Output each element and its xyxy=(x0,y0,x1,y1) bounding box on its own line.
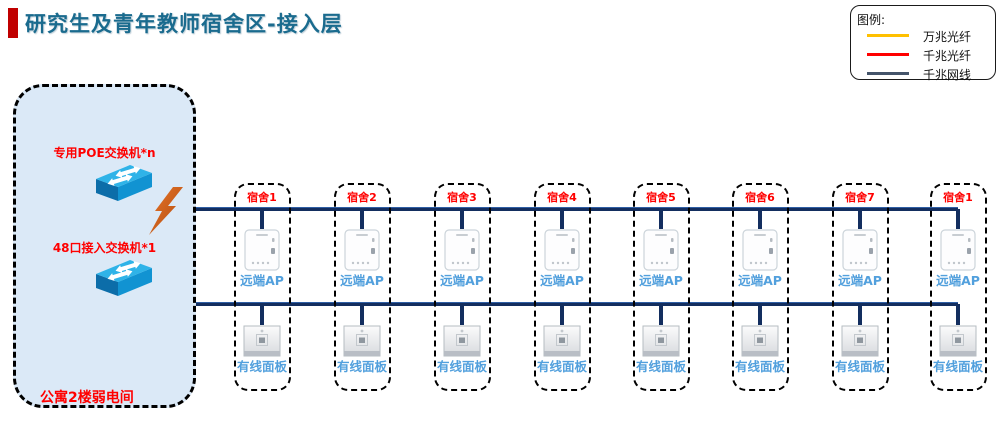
1g-cable-line-swatch xyxy=(867,72,909,75)
dorm-box: 宿舍2 远端AP xyxy=(333,183,391,391)
panel-drop-cable xyxy=(956,304,960,325)
wired-panel-icon xyxy=(741,325,779,357)
poe-switch-icon xyxy=(96,165,152,201)
wired-panel-icon xyxy=(443,325,481,357)
wired-panel-icon xyxy=(939,325,977,357)
dorm-box: 宿舍3 远端AP xyxy=(433,183,491,391)
wired-panel-icon xyxy=(642,325,680,357)
wired-panel-label: 有线面板 xyxy=(536,359,587,374)
page-title: 研究生及青年教师宿舍区-接入层 xyxy=(25,12,343,36)
panel-drop-cable xyxy=(460,304,464,325)
wired-panel-label: 有线面板 xyxy=(436,359,487,374)
ap-drop-cable xyxy=(659,209,663,229)
wired-panel-label: 有线面板 xyxy=(734,359,785,374)
remote-ap-icon xyxy=(842,229,878,271)
access-switch-label: 48口接入交换机*1 xyxy=(52,241,157,255)
remote-ap-label: 远端AP xyxy=(838,273,882,288)
legend-box: 图例: 万兆光纤 千兆光纤 千兆网线 xyxy=(850,5,996,82)
remote-ap-icon xyxy=(344,229,380,271)
dorm-box: 宿舍6 远端AP xyxy=(731,183,789,391)
wired-panel-icon xyxy=(543,325,581,357)
remote-ap-icon xyxy=(544,229,580,271)
dorm-box: 宿舍4 远端AP xyxy=(533,183,591,391)
dorm-label: 宿舍2 xyxy=(347,191,377,204)
dorm-box: 宿舍1 远端AP xyxy=(233,183,291,391)
dorm-label: 宿舍3 xyxy=(447,191,477,204)
remote-ap-label: 远端AP xyxy=(440,273,484,288)
remote-ap-label: 远端AP xyxy=(936,273,980,288)
access-trunk-line xyxy=(115,302,958,306)
remote-ap-label: 远端AP xyxy=(639,273,683,288)
panel-drop-cable xyxy=(260,304,264,325)
panel-drop-cable xyxy=(560,304,564,325)
ap-drop-cable xyxy=(560,209,564,229)
remote-ap-label: 远端AP xyxy=(540,273,584,288)
title-bar: 研究生及青年教师宿舍区-接入层 xyxy=(8,8,343,38)
wired-panel-label: 有线面板 xyxy=(932,359,983,374)
legend-label: 万兆光纤 xyxy=(923,30,972,44)
panel-drop-cable xyxy=(659,304,663,325)
dorm-label: 宿舍5 xyxy=(646,191,676,204)
legend-row-1g-cable: 千兆网线 xyxy=(851,66,995,82)
dorm-box: 宿舍5 远端AP xyxy=(632,183,690,391)
wired-panel-label: 有线面板 xyxy=(635,359,686,374)
ap-drop-cable xyxy=(758,209,762,229)
legend-heading: 图例: xyxy=(857,13,886,27)
lightning-bolt-icon xyxy=(149,187,183,235)
ap-drop-cable xyxy=(260,209,264,229)
remote-ap-icon xyxy=(940,229,976,271)
10g-fiber-line-swatch xyxy=(867,34,909,37)
remote-ap-label: 远端AP xyxy=(240,273,284,288)
wired-panel-icon xyxy=(841,325,879,357)
remote-ap-icon xyxy=(444,229,480,271)
dorm-label: 宿舍7 xyxy=(845,191,875,204)
dorm-label: 宿舍1 xyxy=(943,191,973,204)
dorm-box: 宿舍1 远端AP xyxy=(929,183,987,391)
wired-panel-icon xyxy=(343,325,381,357)
panel-drop-cable xyxy=(858,304,862,325)
legend-row-1g-fiber: 千兆光纤 xyxy=(851,47,995,63)
wired-panel-label: 有线面板 xyxy=(834,359,885,374)
1g-fiber-line-swatch xyxy=(867,53,909,56)
dorm-label: 宿舍4 xyxy=(547,191,577,204)
ap-drop-cable xyxy=(360,209,364,229)
poe-trunk-line xyxy=(115,207,958,211)
poe-switch-label: 专用POE交换机*n xyxy=(53,146,156,160)
title-accent-bar xyxy=(8,8,18,38)
ap-drop-cable xyxy=(956,209,960,229)
panel-drop-cable xyxy=(758,304,762,325)
legend-label: 千兆网线 xyxy=(923,68,972,82)
equipment-room-box: 专用POE交换机*n 48口接入交换机*1 公寓2楼弱电间 xyxy=(13,84,196,408)
panel-drop-cable xyxy=(360,304,364,325)
dorm-label: 宿舍6 xyxy=(745,191,775,204)
remote-ap-icon xyxy=(742,229,778,271)
dorm-box: 宿舍7 远端AP xyxy=(831,183,889,391)
equipment-room-label: 公寓2楼弱电间 xyxy=(40,390,134,406)
access-switch-icon xyxy=(96,260,152,296)
wired-panel-label: 有线面板 xyxy=(336,359,387,374)
ap-drop-cable xyxy=(858,209,862,229)
ap-drop-cable xyxy=(460,209,464,229)
wired-panel-label: 有线面板 xyxy=(236,359,287,374)
wired-panel-icon xyxy=(243,325,281,357)
remote-ap-icon xyxy=(643,229,679,271)
remote-ap-label: 远端AP xyxy=(738,273,782,288)
legend-row-10g-fiber: 万兆光纤 xyxy=(851,28,995,44)
dorm-label: 宿舍1 xyxy=(247,191,277,204)
remote-ap-label: 远端AP xyxy=(340,273,384,288)
legend-label: 千兆光纤 xyxy=(923,49,972,63)
remote-ap-icon xyxy=(244,229,280,271)
